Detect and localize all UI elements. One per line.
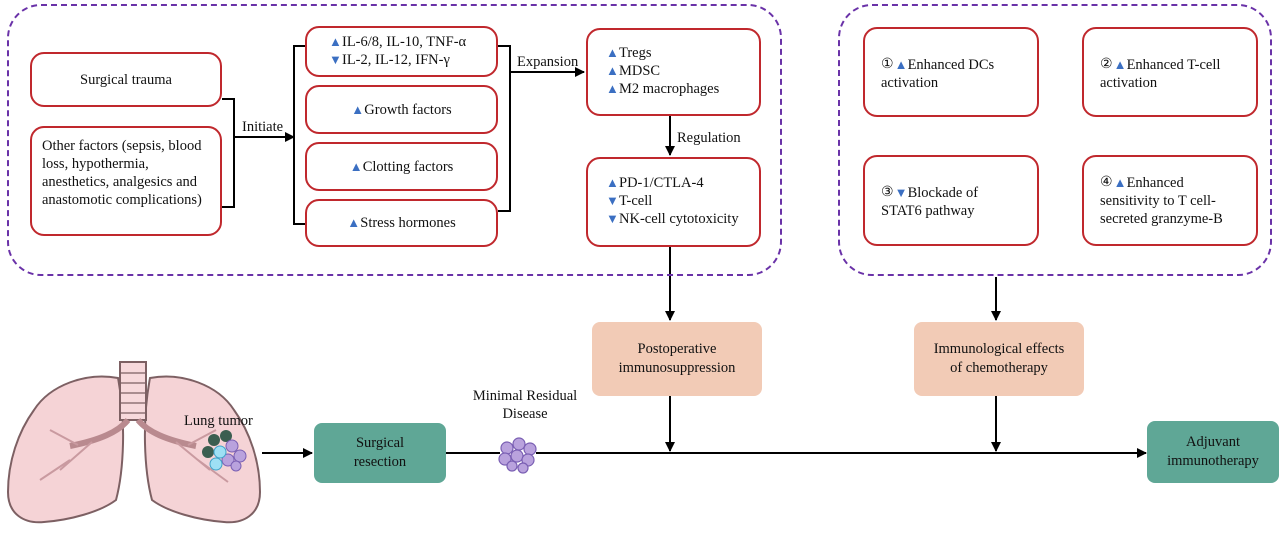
effect-1-box: ①▲Enhanced DCs activation [863, 27, 1039, 117]
t-cell-label: T-cell [619, 193, 653, 209]
trachea [119, 361, 147, 421]
regulation-box: ▲PD-1/CTLA-4 ▼T-cell ▼NK-cell cytotoxici… [586, 157, 761, 247]
arrow-up-icon: ▲ [329, 34, 342, 49]
growth-factors-label: Growth factors [364, 101, 452, 118]
expansion-box: ▲Tregs ▲MDSC ▲M2 macrophages [586, 28, 761, 116]
arrow-down-icon: ▼ [606, 193, 619, 208]
chemo-effects-box: Immunological effects of chemotherapy [914, 322, 1084, 396]
lung-tumor-label: Lung tumor [184, 413, 253, 429]
arrow-up-icon: ▲ [894, 57, 908, 72]
arrow-down-icon: ▼ [894, 185, 908, 200]
effect-1-number: ① [881, 57, 894, 72]
mrd-label: Minimal Residual Disease [452, 387, 598, 423]
arrow-up-icon: ▲ [349, 158, 363, 174]
pd1-ctla4-label: PD-1/CTLA-4 [619, 175, 704, 191]
arrow-up-icon: ▲ [347, 215, 361, 230]
arrow-up-icon: ▲ [351, 101, 365, 117]
arrow-up-icon: ▲ [606, 63, 619, 78]
right-lung-shape [143, 375, 262, 524]
clotting-factors-box: ▲Clotting factors [305, 142, 498, 191]
surgical-stress-panel [7, 4, 782, 276]
postop-line1: Postoperative [637, 341, 717, 357]
adjuvant-line1: Adjuvant [1186, 434, 1240, 450]
effect-3-box: ③▼Blockade of STAT6 pathway [863, 155, 1039, 246]
arrow-up-icon: ▲ [1113, 175, 1127, 190]
stress-hormones-label: Stress hormones [360, 215, 456, 231]
cytokines-down-label: IL-2, IL-12, IFN-γ [342, 52, 450, 68]
arrow-up-icon: ▲ [606, 45, 619, 60]
mdsc-label: MDSC [619, 63, 661, 79]
clotting-factors-label: Clotting factors [362, 158, 454, 175]
mediator-bracket-right [498, 45, 511, 212]
postoperative-immunosuppression-box: Postoperative immunosuppression [592, 322, 762, 396]
surgical-trauma-box: Surgical trauma [30, 52, 222, 107]
adjuvant-line2: immunotherapy [1167, 453, 1259, 469]
expansion-label: Expansion [517, 54, 579, 70]
effect-2-number: ② [1100, 57, 1113, 72]
effect-4-number: ④ [1100, 175, 1113, 190]
left-lung-shape [6, 375, 125, 524]
surgical-resection-box: Surgical resection [314, 423, 446, 483]
chemo-effects-panel [838, 4, 1272, 276]
effect-2-text2: activation [1100, 75, 1158, 91]
effect-1-text2: activation [881, 75, 939, 91]
tregs-label: Tregs [619, 45, 652, 61]
effect-1-text1: Enhanced DCs [907, 57, 995, 73]
effect-4-text3: secreted granzyme-B [1100, 211, 1223, 227]
effect-3-text2: STAT6 pathway [881, 203, 975, 219]
effect-4-text1: Enhanced [1126, 175, 1184, 191]
mediator-bracket-left [293, 45, 305, 225]
effect-3-number: ③ [881, 185, 894, 200]
resection-line2: resection [353, 454, 407, 470]
arrow-up-icon: ▲ [606, 175, 619, 190]
cytokines-box: ▲IL-6/8, IL-10, TNF-α ▼IL-2, IL-12, IFN-… [305, 26, 498, 77]
adjuvant-immunotherapy-box: Adjuvant immunotherapy [1147, 421, 1279, 483]
mrd-line2: Disease [502, 406, 548, 422]
resection-line1: Surgical [355, 435, 405, 451]
m2-macrophages-label: M2 macrophages [619, 81, 720, 97]
cause-bracket [222, 98, 235, 208]
surgical-trauma-label: Surgical trauma [80, 71, 172, 88]
arrow-up-icon: ▲ [1113, 57, 1127, 72]
effect-2-text1: Enhanced T-cell [1126, 57, 1221, 73]
postop-line2: immunosuppression [618, 360, 736, 376]
effect-2-box: ②▲Enhanced T-cell activation [1082, 27, 1258, 117]
arrow-down-icon: ▼ [606, 211, 619, 226]
cytokines-up-label: IL-6/8, IL-10, TNF-α [342, 34, 467, 50]
nk-cell-label: NK-cell cytotoxicity [619, 211, 739, 227]
effect-4-text2: sensitivity to T cell- [1100, 193, 1216, 209]
effect-3-text1: Blockade of [907, 185, 979, 201]
stress-hormones-box: ▲Stress hormones [305, 199, 498, 247]
other-factors-label: Other factors (sepsis, blood loss, hypot… [42, 138, 202, 208]
chemo-line2: of chemotherapy [950, 360, 1048, 376]
mrd-cells [498, 437, 537, 474]
arrow-down-icon: ▼ [329, 52, 342, 67]
arrow-up-icon: ▲ [606, 81, 619, 96]
chemo-line1: Immunological effects [933, 341, 1065, 357]
other-factors-box: Other factors (sepsis, blood loss, hypot… [30, 126, 222, 236]
growth-factors-box: ▲Growth factors [305, 85, 498, 134]
lungs-illustration [6, 361, 262, 524]
regulation-label: Regulation [677, 130, 741, 146]
effect-4-box: ④▲Enhanced sensitivity to T cell- secret… [1082, 155, 1258, 246]
initiate-label: Initiate [242, 119, 284, 135]
mrd-line1: Minimal Residual [472, 388, 578, 404]
